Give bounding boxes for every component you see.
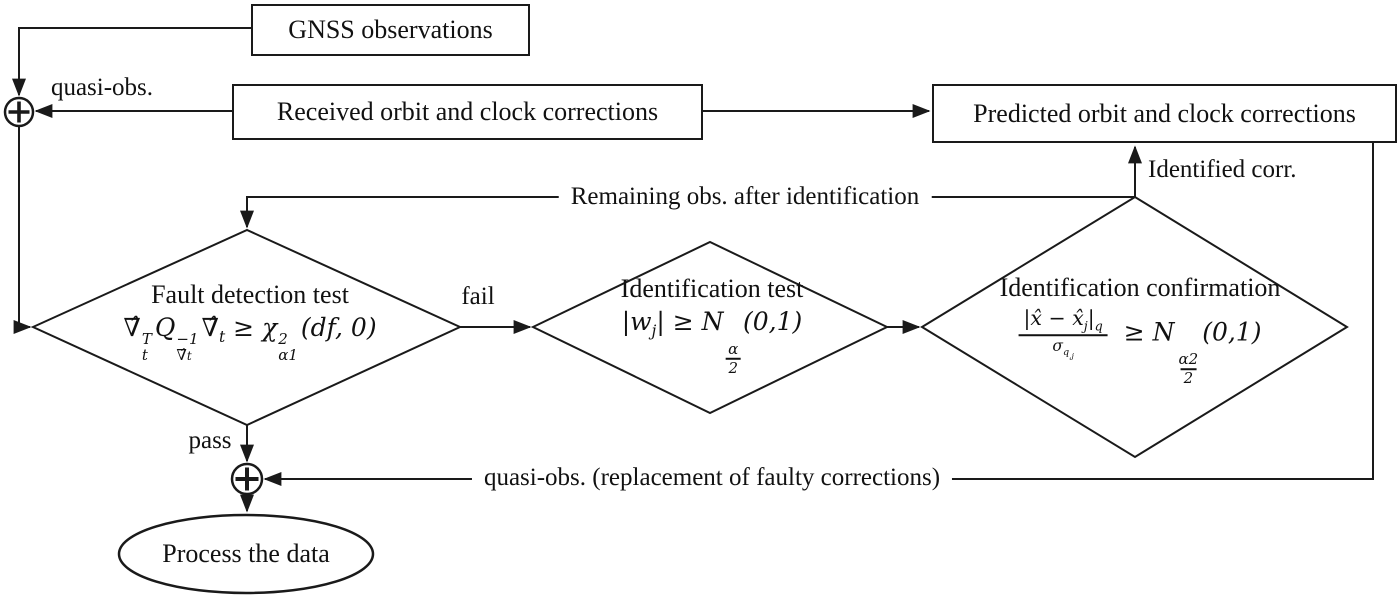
gnss-observations-box: GNSS observations bbox=[251, 4, 530, 56]
fault-detection-title: Fault detection test bbox=[151, 280, 349, 310]
identification-confirmation-title: Identification confirmation bbox=[999, 273, 1281, 303]
process-data-label: Process the data bbox=[162, 539, 330, 568]
label-quasi-obs-bottom: quasi-obs. (replacement of faulty correc… bbox=[471, 464, 953, 492]
identification-confirmation-diamond-shape bbox=[920, 195, 1349, 459]
fault-detection-diamond-shape bbox=[30, 228, 463, 427]
plus-icon bbox=[235, 467, 259, 491]
identification-test-diamond-shape bbox=[530, 240, 890, 415]
predicted-corrections-label: Predicted orbit and clock corrections bbox=[973, 98, 1356, 128]
identification-test-title: Identification test bbox=[620, 273, 804, 303]
label-pass: pass bbox=[188, 427, 232, 454]
label-remaining-obs: Remaining obs. after identification bbox=[558, 183, 932, 211]
label-identified-corr: Identified corr. bbox=[1148, 156, 1297, 183]
received-corrections-box: Received orbit and clock corrections bbox=[232, 84, 703, 140]
process-ellipse-shape bbox=[117, 513, 375, 595]
received-corrections-label: Received orbit and clock corrections bbox=[276, 97, 659, 126]
gnss-observations-label: GNSS observations bbox=[288, 15, 493, 44]
predicted-corrections-box: Predicted orbit and clock corrections bbox=[932, 84, 1397, 143]
label-quasi-obs-top: quasi-obs. bbox=[50, 74, 154, 101]
sum-junction-top bbox=[3, 96, 35, 128]
connector-sum-to-fault-detection bbox=[13, 126, 32, 334]
label-fail: fail bbox=[461, 283, 495, 310]
sum-junction-bottom bbox=[230, 462, 264, 496]
plus-icon bbox=[8, 101, 30, 123]
connector-gnss-to-sum bbox=[12, 27, 251, 97]
